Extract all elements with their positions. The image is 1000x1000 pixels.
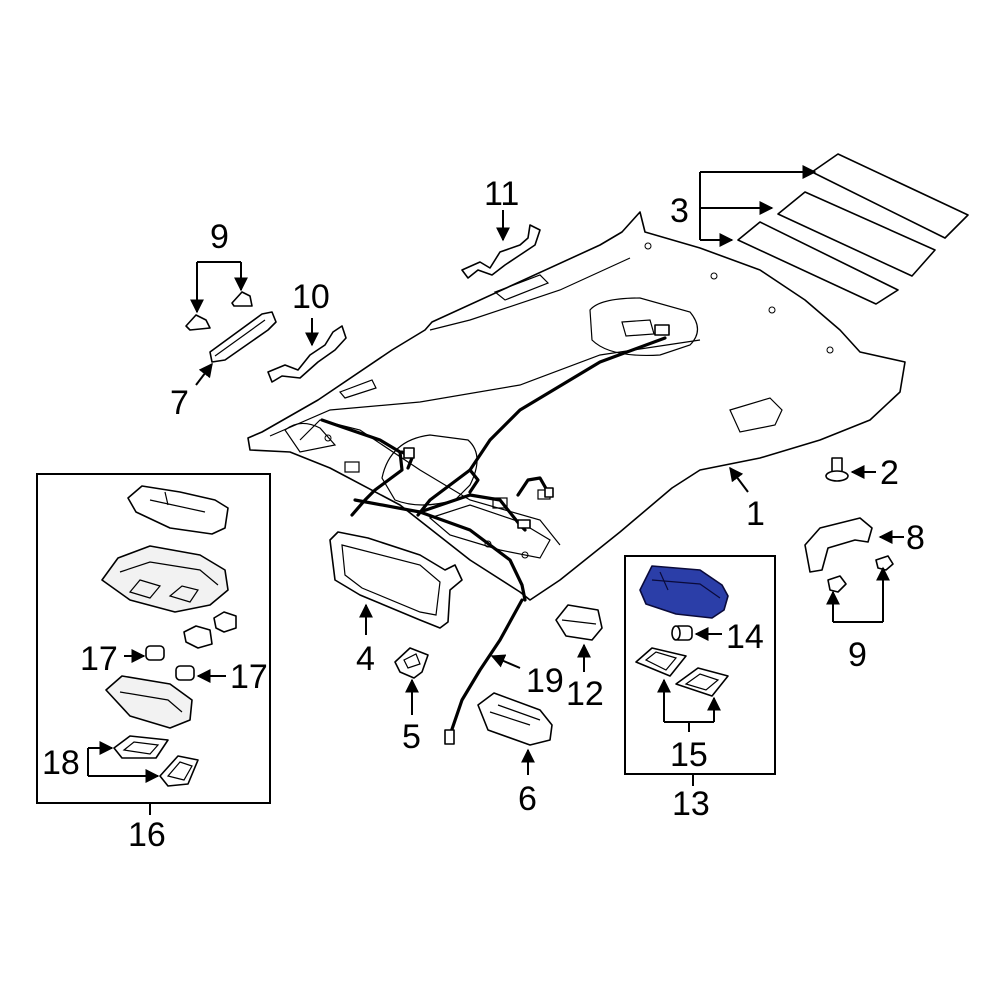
wiring-harness-part[interactable] [320,324,670,745]
lens-part-15[interactable] [635,647,729,697]
callout-7-leader [195,362,213,386]
sun-visor-part-4[interactable] [329,531,463,629]
callout-11: 11 [484,175,519,213]
callout-12: 12 [566,675,604,713]
callout-3: 3 [670,192,689,230]
bulb-part-17-lower[interactable] [175,665,195,681]
callout-8: 8 [906,519,925,557]
callout-9-right: 9 [848,636,867,674]
bulb-part-14[interactable] [671,625,693,641]
console-switches[interactable] [183,611,237,649]
bulb-part-17-upper[interactable] [145,645,165,661]
callout-9-right-leader [826,566,890,623]
callout-3-leader [699,165,817,247]
grab-handle-part-7[interactable] [209,311,277,363]
lamp-part-6[interactable] [477,692,553,746]
clips-part-9-left[interactable] [185,291,253,331]
lamp-housing[interactable] [105,675,193,729]
callout-14: 14 [726,618,764,656]
callout-4: 4 [356,640,375,678]
callout-2: 2 [880,454,899,492]
bracket-part-10[interactable] [267,325,347,383]
callout-19: 19 [526,662,564,700]
callout-5: 5 [402,718,421,756]
callout-18-leader [87,741,160,783]
visor-holder-part-5[interactable] [394,647,429,679]
callout-18: 18 [42,744,80,782]
lamp-part-12[interactable] [555,604,603,641]
callout-1-leader [729,466,749,493]
group-box-16 [36,473,271,804]
callout-13: 13 [672,785,710,823]
callout-9-left-leader [190,261,248,314]
callout-17-upper: 17 [80,640,118,678]
overhead-console[interactable] [101,545,229,613]
callout-17-lower: 17 [230,658,268,696]
console-bracket[interactable] [127,485,229,535]
callout-6: 6 [518,780,537,818]
callout-1: 1 [746,495,765,533]
callout-7: 7 [170,384,189,422]
bracket-part-11[interactable] [461,224,541,279]
headliner-part[interactable] [247,211,906,601]
group-box-13 [624,555,776,775]
insulation-pads-part[interactable] [737,153,969,305]
screw-part-2[interactable] [825,457,849,482]
callout-9-left: 9 [210,218,229,256]
callout-19-leader [490,654,521,669]
dome-lamp-part-13-highlighted[interactable] [639,565,729,619]
clips-part-9-right[interactable] [827,555,894,593]
callout-16: 16 [128,816,166,854]
callout-10: 10 [292,278,330,316]
grab-handle-part-8[interactable] [804,517,873,573]
lens-part-18[interactable] [113,735,199,787]
callout-15: 15 [670,736,708,774]
